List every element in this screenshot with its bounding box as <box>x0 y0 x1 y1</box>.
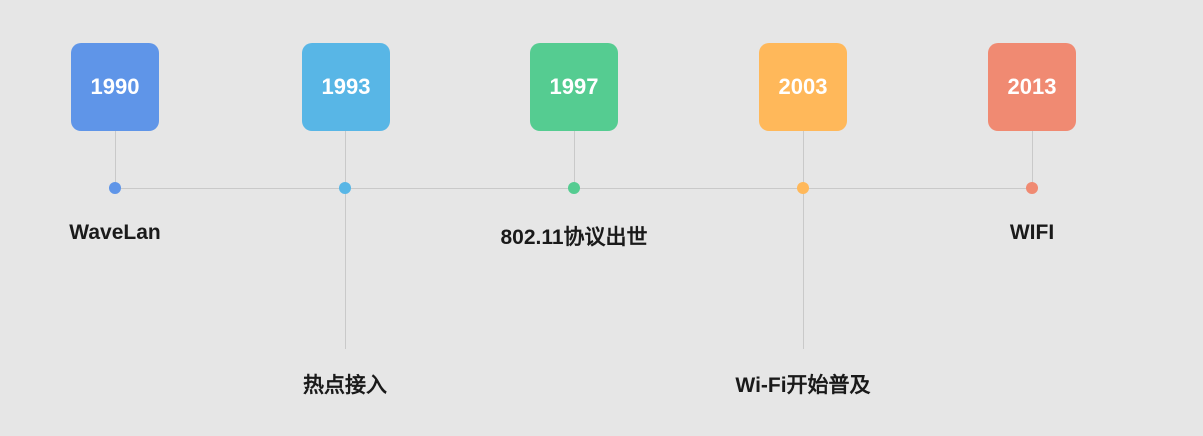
year-box-2003: 2003 <box>759 43 847 131</box>
year-label: 1997 <box>549 74 599 99</box>
timeline-dot <box>568 182 580 194</box>
year-label: 1993 <box>321 74 371 99</box>
year-label: 2013 <box>1007 74 1057 99</box>
event-label: 热点接入 <box>303 374 387 397</box>
timeline-dot <box>109 182 121 194</box>
year-box-1990: 1990 <box>71 43 159 131</box>
event-label: WaveLan <box>69 221 161 244</box>
year-box-1993: 1993 <box>302 43 390 131</box>
year-label: 2003 <box>778 74 828 99</box>
year-label: 1990 <box>90 74 140 99</box>
event-label: WIFI <box>1009 221 1055 244</box>
timeline-dot <box>339 182 351 194</box>
connector <box>115 131 116 188</box>
year-box-2013: 2013 <box>988 43 1076 131</box>
connector <box>803 131 804 349</box>
event-label: 802.11协议出世 <box>500 226 648 249</box>
year-box-1997: 1997 <box>530 43 618 131</box>
connector <box>1032 131 1033 188</box>
timeline-dot <box>797 182 809 194</box>
timeline-dot <box>1026 182 1038 194</box>
event-label: Wi-Fi开始普及 <box>735 374 871 397</box>
connector <box>345 131 346 349</box>
connector <box>574 131 575 188</box>
